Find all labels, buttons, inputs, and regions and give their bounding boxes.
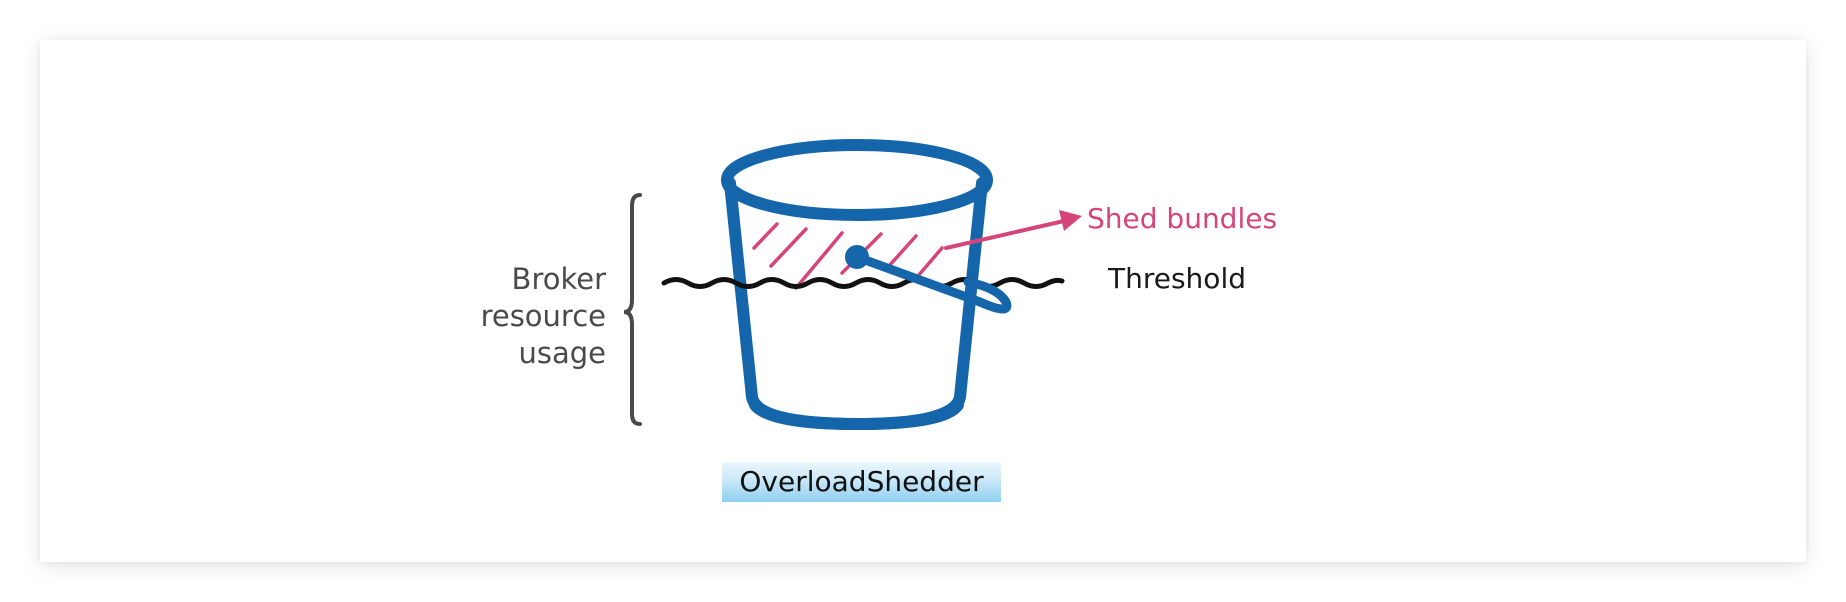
broker-resource-usage-label: Broker resource usage <box>481 261 606 372</box>
overload-shedder-label: OverloadShedder <box>722 462 1001 502</box>
usage-label-line2: resource <box>480 299 606 333</box>
bucket-icon <box>721 139 993 431</box>
curly-brace-icon <box>623 193 642 426</box>
threshold-label: Threshold <box>1108 262 1246 295</box>
wavy-line-icon <box>661 277 1065 289</box>
usage-label-line3: usage <box>518 336 606 370</box>
usage-label-line1: Broker <box>511 262 606 296</box>
bucket-handle <box>845 245 1012 314</box>
shed-bundles-label: Shed bundles <box>1087 202 1278 235</box>
arrow-icon <box>944 210 1082 250</box>
